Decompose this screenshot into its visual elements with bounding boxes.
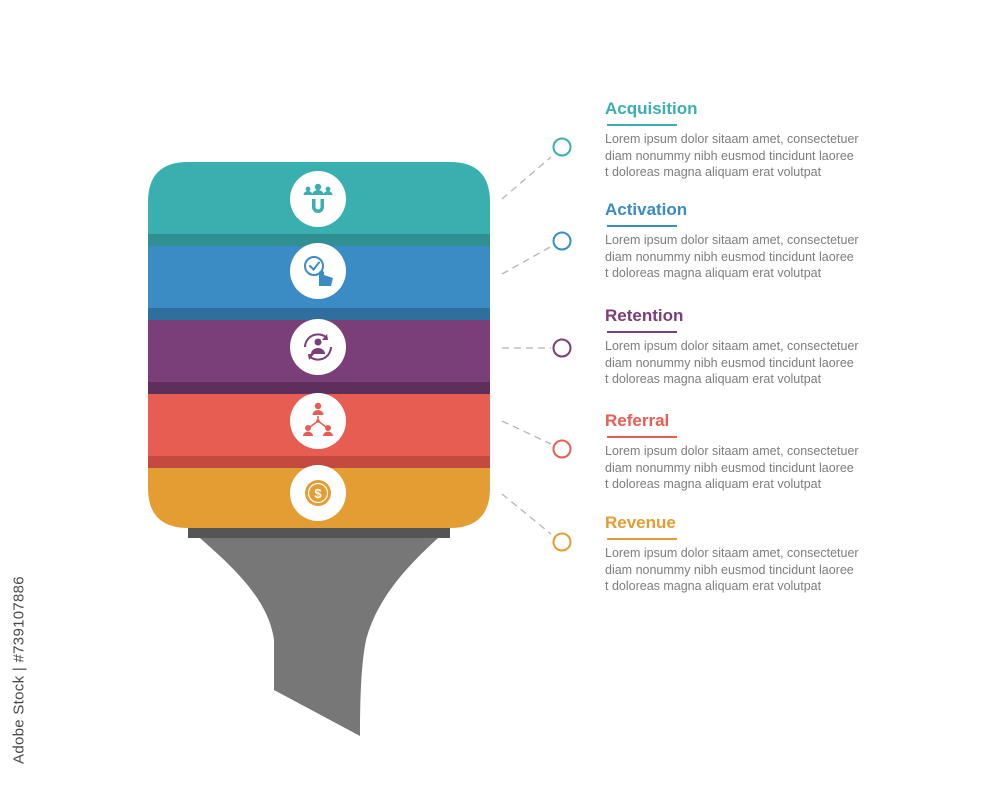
step-description: Lorem ipsum dolor sitaam amet, consectet… bbox=[605, 444, 859, 491]
step-underline bbox=[607, 436, 677, 438]
dollar-coin-icon: $ bbox=[290, 465, 346, 521]
step-underline bbox=[607, 124, 677, 126]
user-cycle-icon bbox=[290, 319, 346, 375]
step-description: Lorem ipsum dolor sitaam amet, consectet… bbox=[605, 132, 859, 179]
watermark-text: Adobe Stock | #739107886 bbox=[10, 576, 28, 764]
band-divider-activation bbox=[148, 308, 490, 320]
step-acquisition: Acquisition Lorem ipsum dolor sitaam ame… bbox=[605, 99, 895, 181]
step-description: Lorem ipsum dolor sitaam amet, consectet… bbox=[605, 546, 859, 593]
step-activation: Activation Lorem ipsum dolor sitaam amet… bbox=[605, 200, 895, 282]
connector-acquisition bbox=[501, 137, 572, 200]
stock-watermark: Adobe Stock | #739107886 bbox=[8, 555, 30, 785]
step-description: Lorem ipsum dolor sitaam amet, consectet… bbox=[605, 233, 859, 280]
step-underline bbox=[607, 225, 677, 227]
step-title: Revenue bbox=[605, 513, 676, 532]
check-tap-icon bbox=[290, 243, 346, 299]
step-title: Retention bbox=[605, 306, 684, 325]
step-title: Acquisition bbox=[605, 99, 698, 118]
step-retention: Retention Lorem ipsum dolor sitaam amet,… bbox=[605, 306, 895, 388]
band-divider-retention bbox=[148, 382, 490, 394]
connector-activation bbox=[501, 231, 572, 275]
connector-revenue bbox=[501, 493, 572, 552]
band-divider-acquisition bbox=[148, 234, 490, 246]
step-revenue: Revenue Lorem ipsum dolor sitaam amet, c… bbox=[605, 513, 895, 595]
band-divider-referral bbox=[148, 456, 490, 468]
referral-network-icon bbox=[290, 393, 346, 449]
svg-text:$: $ bbox=[314, 486, 322, 501]
connector-referral bbox=[501, 420, 572, 459]
step-underline bbox=[607, 331, 677, 333]
step-title: Activation bbox=[605, 200, 688, 219]
step-description: Lorem ipsum dolor sitaam amet, consectet… bbox=[605, 339, 859, 386]
funnel-neck-shadow bbox=[188, 528, 450, 538]
step-title: Referral bbox=[605, 411, 670, 430]
step-referral: Referral Lorem ipsum dolor sitaam amet, … bbox=[605, 411, 895, 493]
step-underline bbox=[607, 538, 677, 540]
magnet-users-icon bbox=[290, 171, 346, 227]
funnel-spout bbox=[185, 525, 453, 736]
connector-retention bbox=[502, 338, 572, 358]
